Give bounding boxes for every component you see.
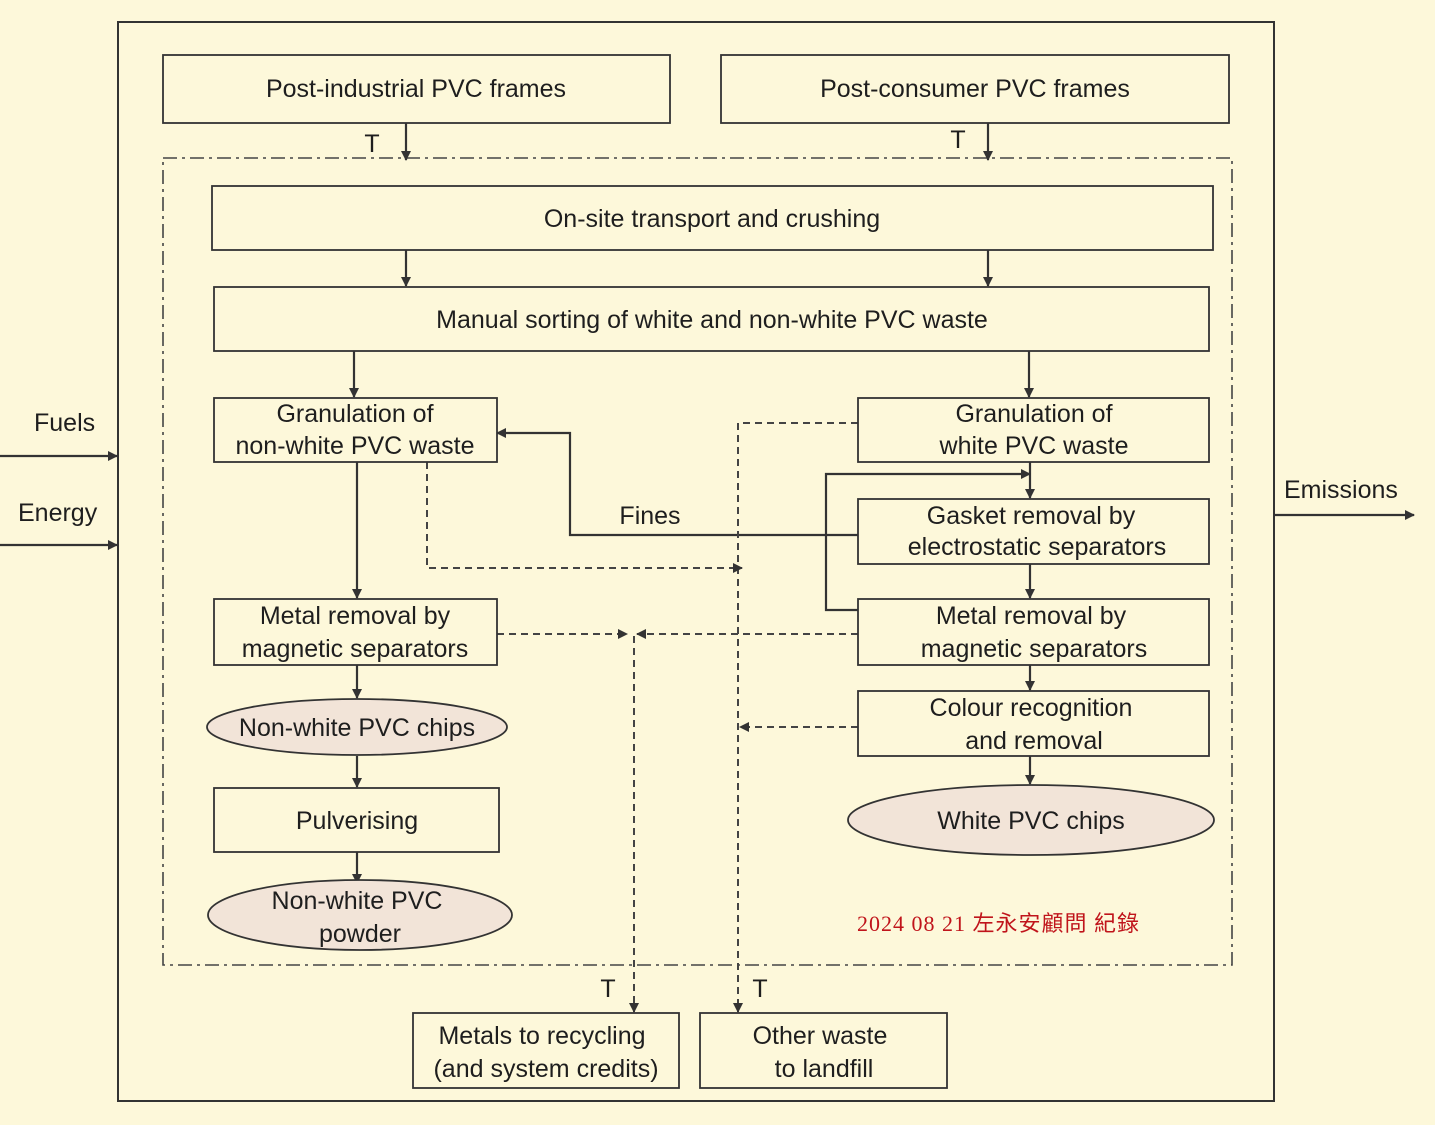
metal-left-box xyxy=(213,598,498,666)
manual-sorting-box xyxy=(213,286,1210,352)
post-industrial-label: Post-industrial PVC frames xyxy=(266,75,566,103)
process-boxes xyxy=(162,54,1230,1089)
colour-label-1: Colour recognition xyxy=(930,694,1133,722)
gran-nonwhite-label-1: Granulation of xyxy=(276,400,433,428)
metal-right-box xyxy=(857,598,1210,666)
post-industrial-box xyxy=(162,54,671,124)
product-ellipses xyxy=(206,698,1215,951)
pulverising-label: Pulverising xyxy=(296,807,418,835)
gran-white-label-2: white PVC waste xyxy=(939,432,1129,460)
other-waste-box xyxy=(699,1012,948,1089)
fines-label: Fines xyxy=(619,502,680,530)
metal-right-label-2: magnetic separators xyxy=(921,635,1148,663)
metals-recycling-label-2: (and system credits) xyxy=(433,1055,658,1083)
metal-left-label-2: magnetic separators xyxy=(242,635,469,663)
gasket-label-1: Gasket removal by xyxy=(927,502,1136,530)
fines-line xyxy=(496,428,858,537)
gasket-box xyxy=(857,498,1210,565)
emissions-label: Emissions xyxy=(1284,476,1398,504)
post-consumer-box xyxy=(720,54,1230,124)
colour-label-2: and removal xyxy=(965,727,1103,755)
post-consumer-label: Post-consumer PVC frames xyxy=(820,75,1130,103)
nonwhite-powder-label-2: powder xyxy=(319,920,401,948)
system-boundary xyxy=(117,21,1275,1102)
white-chips-ellipse xyxy=(847,784,1215,856)
recirculation-line xyxy=(824,469,1031,612)
transport-label-metals: T xyxy=(600,975,615,1003)
pulverising-box xyxy=(213,787,500,853)
date-annotation: 2024 08 21 左永安顧問 紀錄 xyxy=(857,911,1140,936)
metal-left-label-1: Metal removal by xyxy=(260,602,451,630)
metals-recycling-label-1: Metals to recycling xyxy=(438,1022,645,1050)
onsite-box xyxy=(211,185,1214,251)
connectors xyxy=(0,123,1415,884)
transport-label-left: T xyxy=(364,130,379,158)
nonwhite-powder-ellipse xyxy=(207,879,513,951)
transport-label-landfill: T xyxy=(752,975,767,1003)
onsite-label: On-site transport and crushing xyxy=(544,205,880,233)
fuels-label: Fuels xyxy=(34,409,95,437)
transport-label-right: T xyxy=(950,126,965,154)
nonwhite-powder-label-1: Non-white PVC xyxy=(272,887,443,915)
gran-white-label-1: Granulation of xyxy=(955,400,1112,428)
nonwhite-chips-label: Non-white PVC chips xyxy=(239,714,475,742)
plant-boundary xyxy=(162,157,1233,966)
white-chips-label: White PVC chips xyxy=(937,807,1125,835)
energy-label: Energy xyxy=(18,499,98,527)
metals-recycling-box xyxy=(412,1012,680,1089)
nonwhite-chips-ellipse xyxy=(206,698,508,756)
gasket-label-2: electrostatic separators xyxy=(908,533,1166,561)
other-waste-label-2: to landfill xyxy=(775,1055,874,1083)
gran-white-box xyxy=(857,397,1210,463)
other-waste-label-1: Other waste xyxy=(753,1022,888,1050)
colour-box xyxy=(857,690,1210,757)
metal-right-label-1: Metal removal by xyxy=(936,602,1127,630)
gran-nonwhite-label-2: non-white PVC waste xyxy=(235,432,474,460)
gran-nonwhite-box xyxy=(213,397,498,463)
dashed-connectors xyxy=(426,422,858,1013)
manual-sorting-label: Manual sorting of white and non-white PV… xyxy=(436,306,988,334)
